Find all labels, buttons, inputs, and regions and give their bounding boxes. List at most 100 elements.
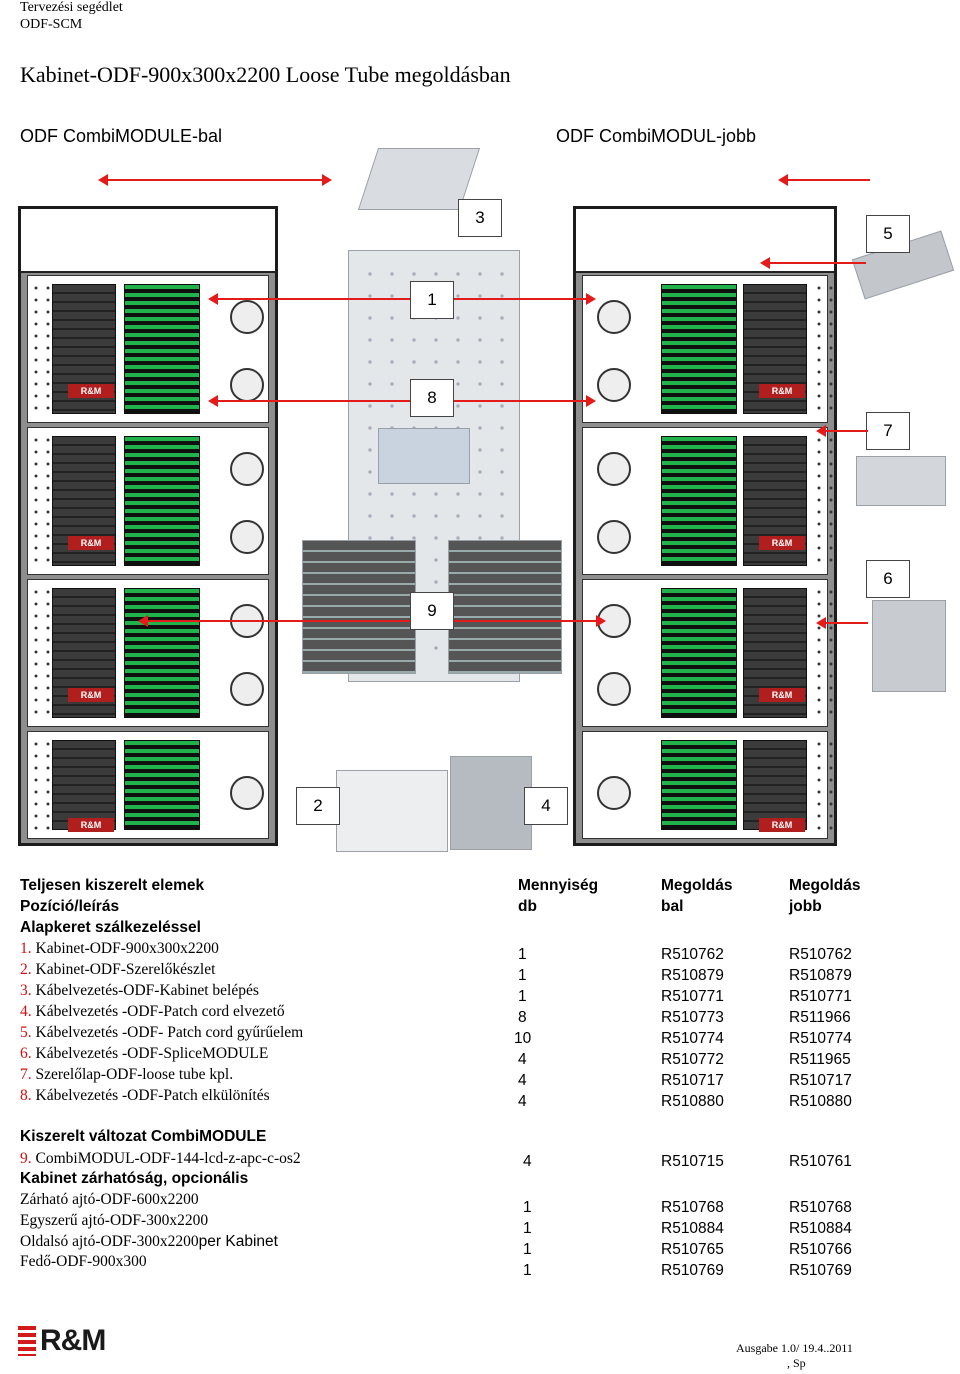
callout-3: 3 — [458, 199, 502, 237]
item-row: 5. Kábelvezetés -ODF- Patch cord gyűrűel… — [20, 1024, 304, 1041]
mounting-kit-image — [336, 770, 448, 852]
item-code-left: R510880 — [661, 1093, 724, 1110]
item-row: 7. Szerelőlap-ODF-loose tube kpl. — [20, 1066, 234, 1083]
item-code-right: R511966 — [789, 1009, 851, 1026]
rm-logo: R&M — [18, 1324, 106, 1358]
item-code-right: R510717 — [789, 1072, 852, 1089]
right-header-line2: jobb — [789, 898, 822, 915]
left-rack-illustration: R&M R&M R&M R&M — [18, 206, 278, 846]
col1-header-line3: Alapkeret szálkezeléssel — [20, 919, 201, 936]
item-qty: 10 — [514, 1030, 532, 1047]
left-header-line2: bal — [661, 898, 684, 915]
optional-row: Egyszerű ajtó-ODF-300x2200 — [20, 1212, 209, 1229]
loose-tube-plate-image — [856, 456, 946, 506]
item-code-left: R510771 — [661, 988, 724, 1005]
callout-9: 9 — [410, 592, 454, 630]
header-line2: ODF-SCM — [20, 17, 83, 32]
callout-1: 1 — [410, 281, 454, 319]
item-code-right: R510761 — [789, 1153, 852, 1170]
section3-title: Kabinet zárhatóság, opcionális — [20, 1170, 249, 1187]
arrow-separator-right — [454, 395, 596, 407]
arrow-frame-left — [208, 293, 410, 305]
logo-text: R&M — [40, 1324, 106, 1357]
callout-6: 6 — [866, 560, 910, 598]
item-code-left: R510772 — [661, 1051, 724, 1068]
optional-row: Fedő-ODF-900x300 — [20, 1253, 147, 1270]
item-row: 4. Kábelvezetés -ODF-Patch cord elvezető — [20, 1003, 285, 1020]
item-qty: 1 — [523, 1262, 532, 1279]
item-row: 2. Kabinet-ODF-Szerelőkészlet — [20, 961, 216, 978]
item-qty: 8 — [518, 1009, 527, 1026]
signature-text: , Sp — [787, 1356, 806, 1370]
brand-label: R&M — [759, 384, 805, 398]
arrow-ring — [760, 257, 866, 269]
optional-row: Zárható ajtó-ODF-600x2200 — [20, 1191, 199, 1208]
right-rack-illustration: R&M R&M R&M R&M — [573, 206, 837, 846]
item-code-right: R510880 — [789, 1093, 852, 1110]
item-row: 3. Kábelvezetés-ODF-Kabinet belépés — [20, 982, 259, 999]
item-code-left: R510879 — [661, 967, 724, 984]
arrow-entry-right — [778, 174, 870, 186]
version-text: Ausgabe 1.0/ 19.4..2011 — [736, 1341, 853, 1355]
item-code-right: R511965 — [789, 1051, 851, 1068]
brand-label: R&M — [68, 818, 114, 832]
right-rack-label: ODF CombiMODUL-jobb — [556, 126, 757, 146]
item-qty: 1 — [518, 946, 527, 963]
item-code-right: R510768 — [789, 1199, 852, 1216]
arrow-entry-left — [98, 174, 332, 186]
item-row: 6. Kábelvezetés -ODF-SpliceMODULE — [20, 1045, 269, 1062]
brand-label: R&M — [68, 688, 114, 702]
callout-2: 2 — [296, 787, 340, 825]
right-header-line1: Megoldás — [789, 877, 861, 894]
item-code-left: R510765 — [661, 1241, 724, 1258]
item-qty: 1 — [518, 967, 527, 984]
item-row: 1. Kabinet-ODF-900x300x2200 — [20, 940, 219, 957]
arrow-frame-right — [454, 293, 596, 305]
item-code-right: R510762 — [789, 946, 852, 963]
header-line1: Tervezési segédlet — [20, 0, 123, 15]
combimodule-right-image — [448, 540, 562, 674]
item-code-left: R510717 — [661, 1072, 724, 1089]
arrow-plate — [816, 425, 868, 437]
brand-label: R&M — [759, 818, 805, 832]
callout-7: 7 — [866, 412, 910, 450]
callout-4: 4 — [524, 787, 568, 825]
item-code-left: R510715 — [661, 1153, 724, 1170]
brand-label: R&M — [68, 384, 114, 398]
brand-label: R&M — [759, 536, 805, 550]
item-code-right: R510771 — [789, 988, 852, 1005]
col1-header-line1: Teljesen kiszerelt elemek — [20, 877, 205, 894]
section2-title: Kiszerelt változat CombiMODULE — [20, 1128, 267, 1145]
item-qty: 1 — [523, 1220, 532, 1237]
item-code-left: R510773 — [661, 1009, 724, 1026]
item-qty: 4 — [518, 1072, 527, 1089]
item-qty: 1 — [523, 1199, 532, 1216]
logo-stripes-icon — [18, 1326, 36, 1356]
item-code-left: R510884 — [661, 1220, 724, 1237]
arrow-splice — [816, 617, 868, 629]
combimodule-left-image — [302, 540, 416, 674]
item-code-right: R510879 — [789, 967, 852, 984]
item-code-left: R510774 — [661, 1030, 724, 1047]
patch-cord-guide-image — [450, 756, 532, 850]
item-row: 9. CombiMODUL-ODF-144-lcd-z-apc-c-os2 — [20, 1150, 301, 1167]
item-code-right: R510774 — [789, 1030, 852, 1047]
optional-row: Oldalsó ajtó-ODF-300x2200per Kabinet — [20, 1233, 278, 1250]
item-code-left: R510762 — [661, 946, 724, 963]
item-code-left: R510768 — [661, 1199, 724, 1216]
patch-separator-image — [378, 428, 470, 484]
brand-label: R&M — [68, 536, 114, 550]
item-qty: 1 — [523, 1241, 532, 1258]
qty-header-line1: Mennyiség — [518, 877, 599, 894]
brand-label: R&M — [759, 688, 805, 702]
item-qty: 4 — [523, 1153, 532, 1170]
item-qty: 4 — [518, 1051, 527, 1068]
item-row: 8. Kábelvezetés -ODF-Patch elkülönítés — [20, 1087, 270, 1104]
qty-header-line2: db — [518, 898, 537, 915]
item-code-right: R510766 — [789, 1241, 852, 1258]
callout-5: 5 — [866, 215, 910, 253]
page-title: Kabinet-ODF-900x300x2200 Loose Tube mego… — [20, 62, 511, 87]
item-qty: 4 — [518, 1093, 527, 1110]
item-code-right: R510884 — [789, 1220, 852, 1237]
arrow-module-left — [138, 615, 410, 627]
